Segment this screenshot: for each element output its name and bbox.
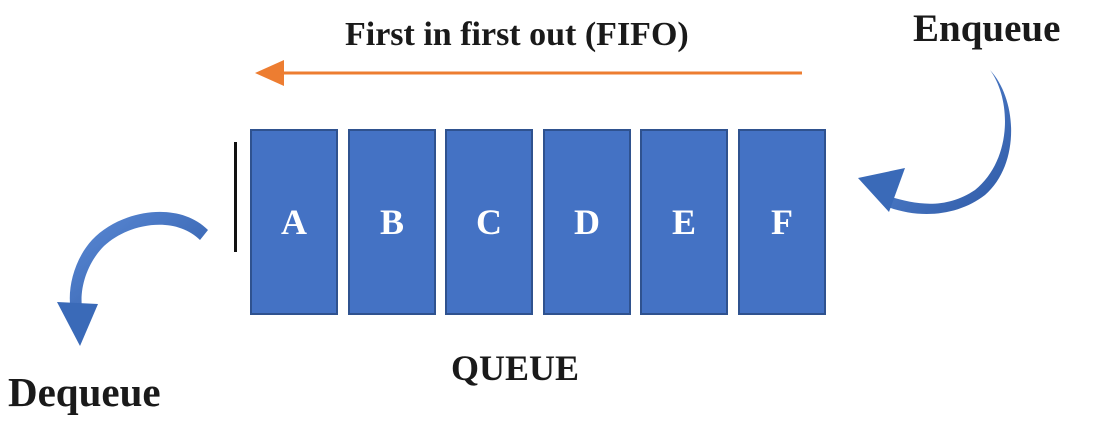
dequeue-arrowhead [57,302,98,346]
fifo-label: First in first out (FIFO) [345,16,689,53]
queue-cell-d: D [543,129,631,315]
enqueue-label: Enqueue [913,7,1061,50]
queue-cell-e: E [640,129,728,315]
dequeue-arrow [57,211,209,346]
queue-front-marker [234,142,237,252]
dequeue-label: Dequeue [8,369,161,415]
queue-title: QUEUE [451,348,580,388]
enqueue-arrow [858,70,1012,215]
dequeue-arrow-body [69,211,209,315]
queue-cell-b: B [348,129,436,315]
fifo-arrow-head [255,60,284,86]
queue-cell-c: C [445,129,533,315]
enqueue-arrow-body [883,70,1012,215]
queue-cell-f: F [738,129,826,315]
enqueue-arrowhead [858,168,905,212]
queue-cell-a: A [250,129,338,315]
fifo-arrow [255,60,802,86]
